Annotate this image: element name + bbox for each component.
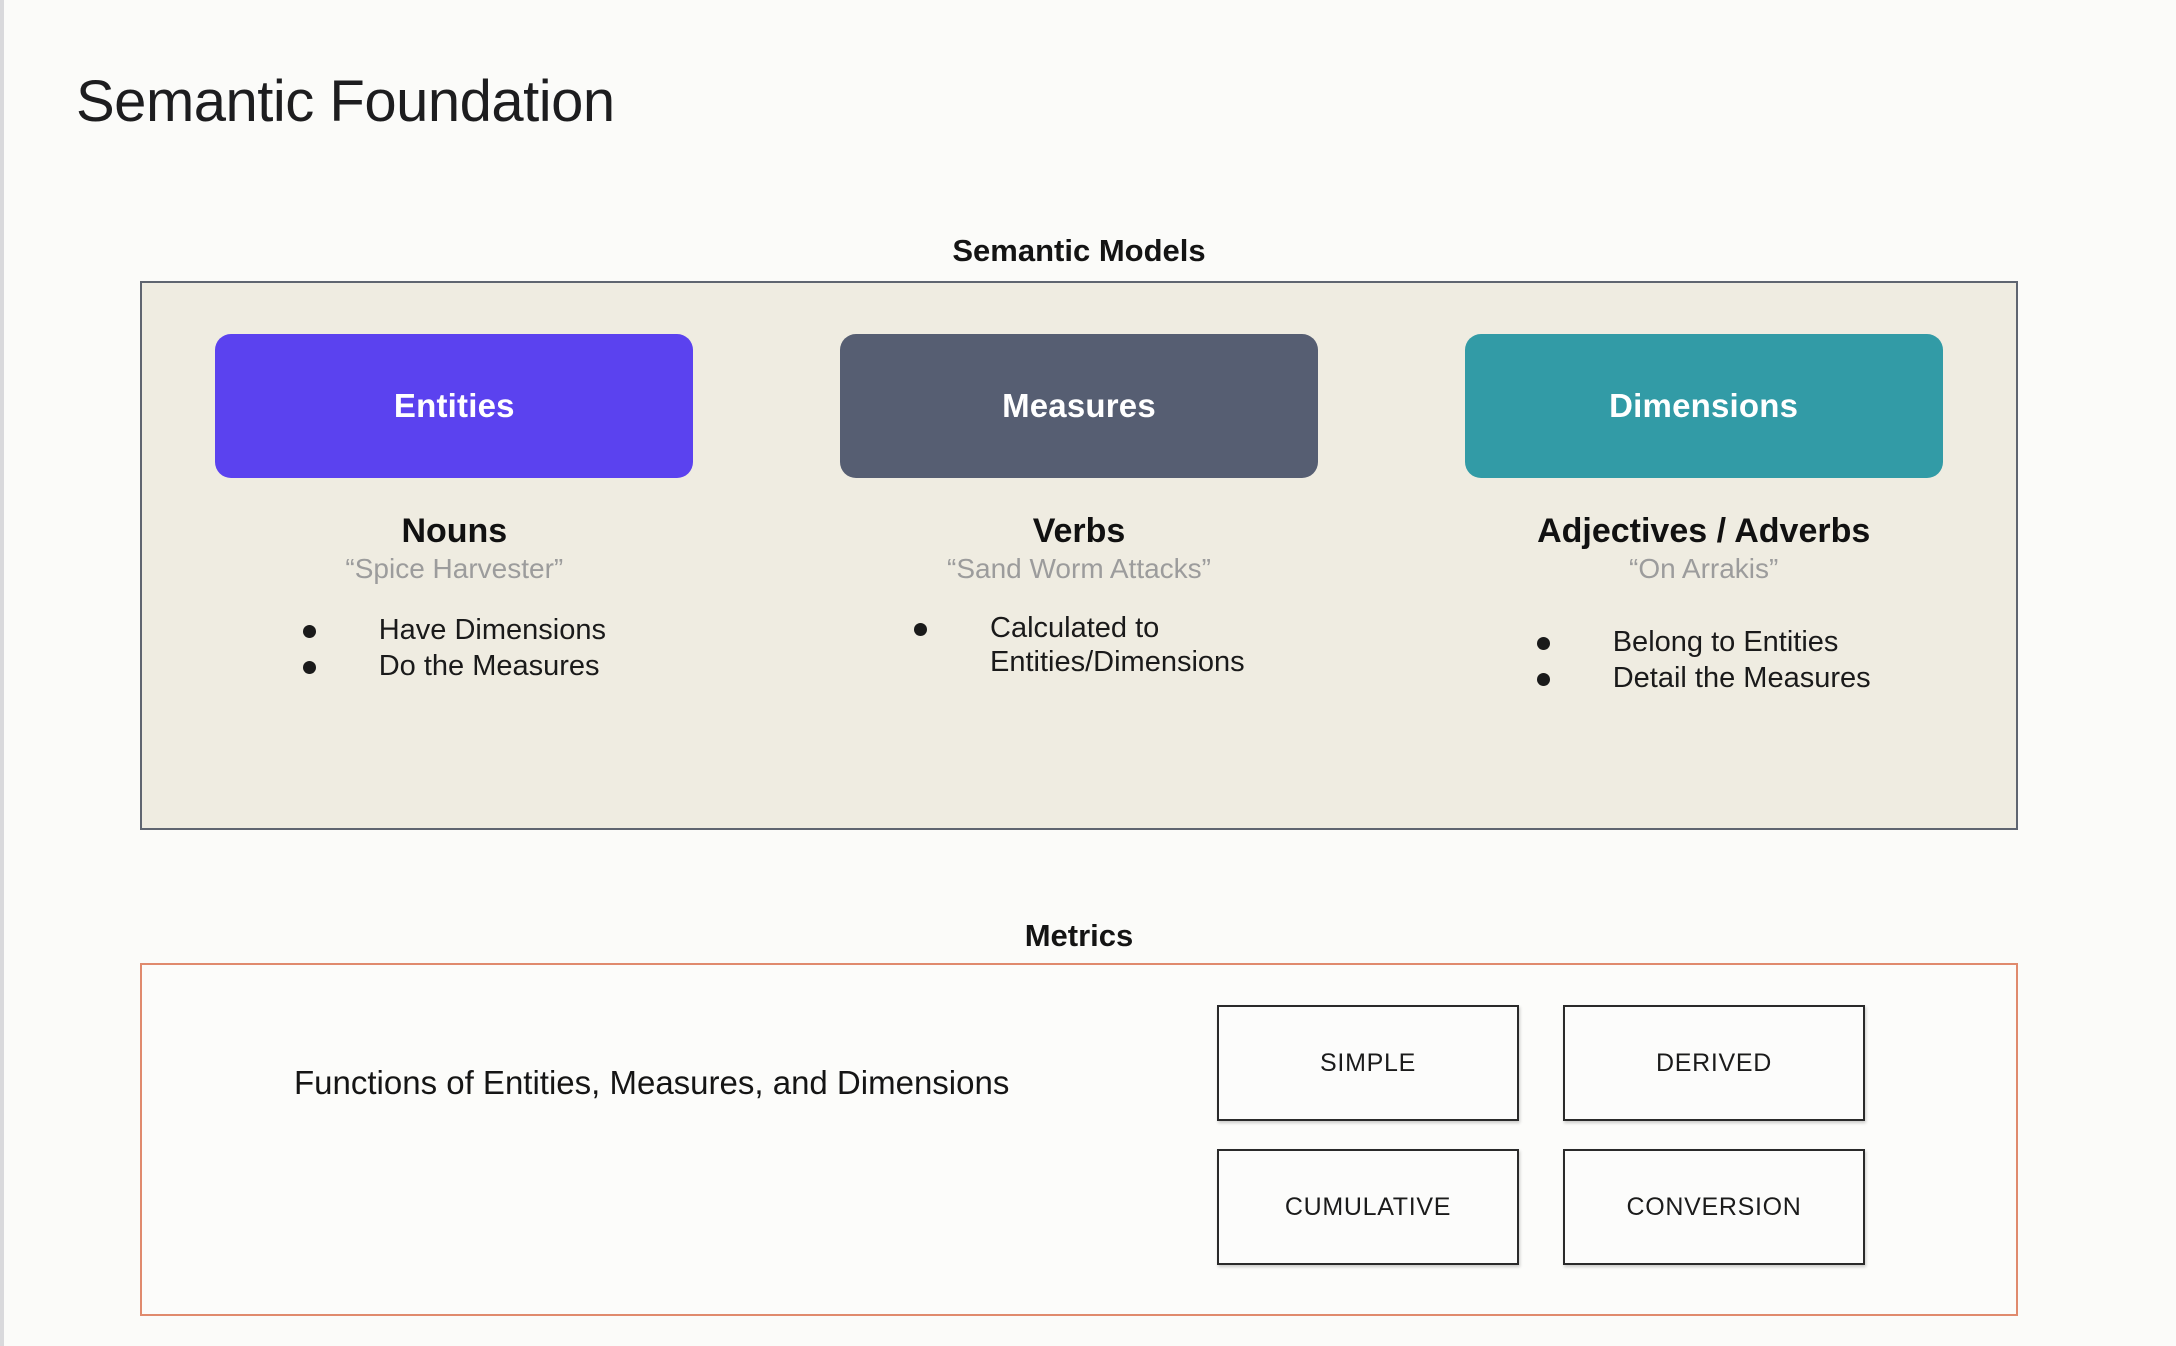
metrics-panel: Functions of Entities, Measures, and Dim… [140,963,2018,1316]
example-measures: “Sand Worm Attacks” [947,552,1212,584]
bullet-list-entities: Have Dimensions Do the Measures [302,613,606,685]
example-entities: “Spice Harvester” [345,552,564,584]
bullet-dot-icon [1536,636,1550,650]
metric-type-conversion[interactable]: CONVERSION [1563,1149,1865,1265]
semantic-models-columns: Entities Nouns “Spice Harvester” Have Di… [142,283,2016,828]
bullet-label: Have Dimensions [378,613,606,646]
list-item: Do the Measures [302,649,606,683]
bullet-dot-icon [302,660,316,674]
bullet-label: Calculated to Entities/Dimensions [990,611,1245,678]
list-item: Have Dimensions [302,613,606,647]
bullet-dot-icon [914,622,927,636]
metrics-description: Functions of Entities, Measures, and Dim… [294,1064,1010,1101]
part-of-speech-entities: Nouns [401,512,508,550]
list-item: Belong to Entities [1536,625,1871,659]
bullet-list-dimensions: Belong to Entities Detail the Measures [1536,625,1871,697]
metric-type-derived[interactable]: DERIVED [1563,1005,1865,1121]
part-of-speech-dimensions: Adjectives / Adverbs [1537,512,1871,550]
bullet-dot-icon [302,624,316,638]
metrics-heading: Metrics [1024,918,1134,953]
chip-entities[interactable]: Entities [215,334,694,478]
bullet-label: Belong to Entities [1612,625,1839,658]
slide-left-edge-strip [0,0,4,1346]
chip-dimensions[interactable]: Dimensions [1464,334,1943,478]
example-dimensions: “On Arrakis” [1629,552,1779,584]
semantic-model-column-entities: Entities Nouns “Spice Harvester” Have Di… [142,283,767,828]
bullet-dot-icon [1536,672,1550,686]
metric-type-grid: SIMPLE DERIVED CUMULATIVE CONVERSION [1217,1005,1865,1265]
bullet-label: Do the Measures [378,649,600,682]
semantic-models-panel: Entities Nouns “Spice Harvester” Have Di… [140,281,2018,830]
bullet-label: Detail the Measures [1612,661,1871,694]
semantic-model-column-dimensions: Dimensions Adjectives / Adverbs “On Arra… [1391,283,2016,828]
bullet-list-measures: Calculated to Entities/Dimensions [914,611,1245,681]
chip-measures[interactable]: Measures [840,334,1318,478]
page-title: Semantic Foundation [76,69,615,134]
part-of-speech-measures: Verbs [1032,512,1126,550]
metric-type-cumulative[interactable]: CUMULATIVE [1217,1149,1519,1265]
list-item: Detail the Measures [1536,661,1871,695]
metric-type-simple[interactable]: SIMPLE [1217,1005,1519,1121]
semantic-models-heading: Semantic Models [952,233,1206,268]
semantic-model-column-measures: Measures Verbs “Sand Worm Attacks” Calcu… [767,283,1392,828]
list-item: Calculated to Entities/Dimensions [914,611,1245,679]
